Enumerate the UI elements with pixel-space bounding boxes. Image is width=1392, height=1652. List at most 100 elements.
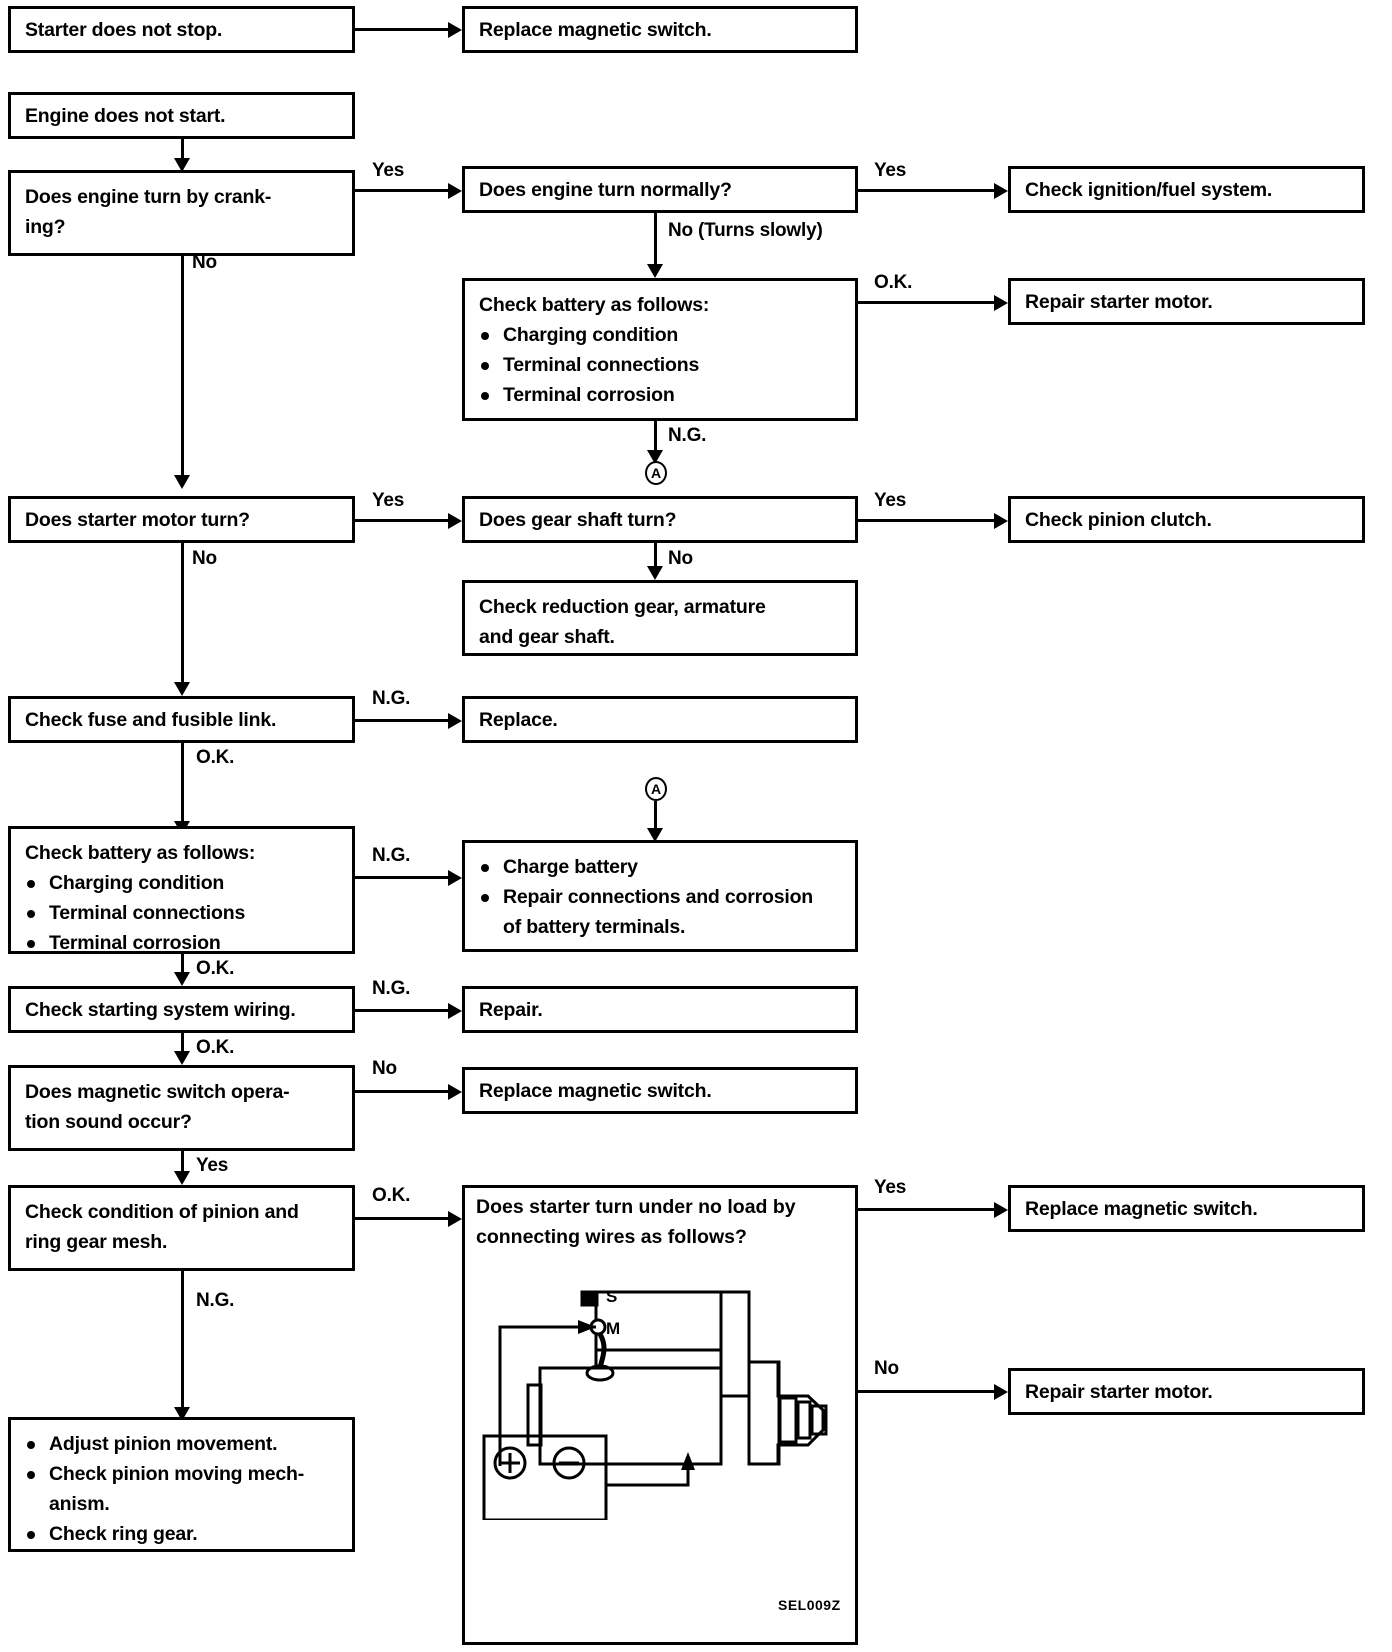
edge-engine-start-to-cranking (181, 139, 184, 162)
box-text: Replace magnetic switch. (479, 1080, 712, 1102)
box-repair-starter-motor-1: Repair starter motor. (1008, 278, 1365, 325)
arrowhead-down (174, 475, 190, 489)
edge-label-ok-battery: O.K. (874, 272, 913, 293)
box-starter-does-not-stop: Starter does not stop. (8, 6, 355, 53)
box-check-reduction-gear: Check reduction gear, armature and gear … (462, 580, 858, 656)
arrowhead-right (448, 870, 462, 886)
edge-wiring-ng (355, 1009, 450, 1012)
box-repair-starter-motor-2: Repair starter motor. (1008, 1368, 1365, 1415)
arrowhead-down (174, 972, 190, 986)
edge-turn-normally-no (654, 213, 657, 269)
edge-fuse-ok (181, 743, 184, 825)
box-text: Repair starter motor. (1025, 291, 1213, 313)
arrowhead-down (174, 682, 190, 696)
box-text: Does starter motor turn? (25, 509, 250, 531)
box-does-magnetic-switch-sound: Does magnetic switch opera- tion sound o… (8, 1065, 355, 1151)
list-item-continuation: anism. (49, 1493, 110, 1515)
edge-fuse-ng (355, 719, 450, 722)
arrowhead-right (994, 1384, 1008, 1400)
edge-battery2-ok (181, 954, 184, 976)
box-engine-does-not-start: Engine does not start. (8, 92, 355, 139)
list-item: Terminal corrosion (479, 380, 843, 410)
edge-no-load-yes (858, 1208, 996, 1211)
box-check-ignition-fuel-system: Check ignition/fuel system. (1008, 166, 1365, 213)
box-does-engine-turn-by-cranking: Does engine turn by crank- ing? (8, 170, 355, 256)
box-replace-magnetic-switch-1: Replace magnetic switch. (462, 6, 858, 53)
edge-label-ok-battery2: O.K. (196, 958, 235, 979)
list-item-continuation: of battery terminals. (503, 916, 686, 938)
list-item: Adjust pinion movement. (25, 1429, 340, 1459)
box-replace: Replace. (462, 696, 858, 743)
box-text-line-1: Does magnetic switch opera- (25, 1081, 290, 1103)
arrowhead-down (174, 1171, 190, 1185)
edge-cranking-no (181, 256, 184, 479)
box-heading: Check battery as follows: (479, 294, 710, 316)
edge-turn-normally-yes (858, 189, 996, 192)
edge-label-no-turns-slowly: No (Turns slowly) (668, 220, 823, 241)
arrowhead-right (448, 1084, 462, 1100)
box-does-starter-motor-turn: Does starter motor turn? (8, 496, 355, 543)
edge-pinion-ok (355, 1217, 450, 1220)
wire-arrow-m (578, 1320, 596, 1334)
arrowhead-right (448, 1211, 462, 1227)
list-item: Check pinion moving mech- (25, 1459, 340, 1489)
list-item: Charging condition (25, 868, 340, 898)
box-text: Repair starter motor. (1025, 1381, 1213, 1403)
arrowhead-right (448, 713, 462, 729)
arrowhead-right (994, 183, 1008, 199)
connector-a-source: A (645, 461, 667, 485)
box-replace-magnetic-switch-2: Replace magnetic switch. (462, 1067, 858, 1114)
edge-cranking-yes (355, 189, 450, 192)
edge-label-no-no-load: No (874, 1358, 899, 1379)
edge-label-no-gear-shaft: No (668, 548, 693, 569)
edge-magnetic-sound-yes (181, 1151, 184, 1175)
arrowhead-right (994, 513, 1008, 529)
arrowhead-down (647, 264, 663, 278)
terminal-label-s: S (606, 1287, 617, 1306)
edge-label-no-magnetic-sound: No (372, 1058, 397, 1079)
wire-arrow-motor (681, 1452, 695, 1470)
adjust-pinion-list: Adjust pinion movement. Check pinion mov… (25, 1429, 340, 1549)
box-replace-magnetic-switch-3: Replace magnetic switch. (1008, 1185, 1365, 1232)
box-check-fuse-fusible-link: Check fuse and fusible link. (8, 696, 355, 743)
arrowhead-down (647, 566, 663, 580)
edge-gear-shaft-no (654, 543, 657, 571)
box-text-line-2: and gear shaft. (479, 626, 615, 648)
box-check-battery-2: Check battery as follows: Charging condi… (8, 826, 355, 954)
box-charge-battery: Charge battery Repair connections and co… (462, 840, 858, 952)
arrowhead-right (994, 295, 1008, 311)
box-check-pinion-ring-gear-mesh: Check condition of pinion and ring gear … (8, 1185, 355, 1271)
box-text: Does engine turn normally? (479, 179, 732, 201)
list-item: Charging condition (479, 320, 843, 350)
edge-label-ng-wiring: N.G. (372, 978, 411, 999)
box-text-line-2: tion sound occur? (25, 1111, 192, 1133)
box-text: Check pinion clutch. (1025, 509, 1212, 531)
charge-battery-list: Charge battery Repair connections and co… (479, 852, 843, 942)
box-text: Check fuse and fusible link. (25, 709, 277, 731)
edge-label-ng-fuse: N.G. (372, 688, 411, 709)
figure-question-line-1: Does starter turn under no load by (476, 1196, 796, 1218)
list-item: Terminal connections (479, 350, 843, 380)
edge-wiring-ok (181, 1033, 184, 1055)
terminal-label-m: M (606, 1319, 620, 1338)
box-check-battery-1: Check battery as follows: Charging condi… (462, 278, 858, 421)
arrowhead-down (174, 1051, 190, 1065)
box-text: Replace magnetic switch. (1025, 1198, 1258, 1220)
arrowhead-down (647, 828, 663, 842)
edge-label-yes-gear-shaft: Yes (874, 490, 907, 511)
box-check-pinion-clutch: Check pinion clutch. (1008, 496, 1365, 543)
edge-label-yes-magnetic-sound: Yes (196, 1155, 229, 1176)
box-text-line-1: Check condition of pinion and (25, 1201, 299, 1223)
box-text: Replace. (479, 709, 558, 731)
box-does-engine-turn-normally: Does engine turn normally? (462, 166, 858, 213)
edge-gear-shaft-yes (858, 519, 996, 522)
box-text: Does gear shaft turn? (479, 509, 677, 531)
edge-starter-motor-yes (355, 519, 450, 522)
box-heading: Check battery as follows: (25, 842, 256, 864)
edge-label-ng-pinion: N.G. (196, 1290, 235, 1311)
figure-question-line-2: connecting wires as follows? (476, 1226, 747, 1248)
box-text: Starter does not stop. (25, 19, 223, 41)
edge-battery2-ng (355, 876, 450, 879)
connector-a-target: A (645, 777, 667, 801)
